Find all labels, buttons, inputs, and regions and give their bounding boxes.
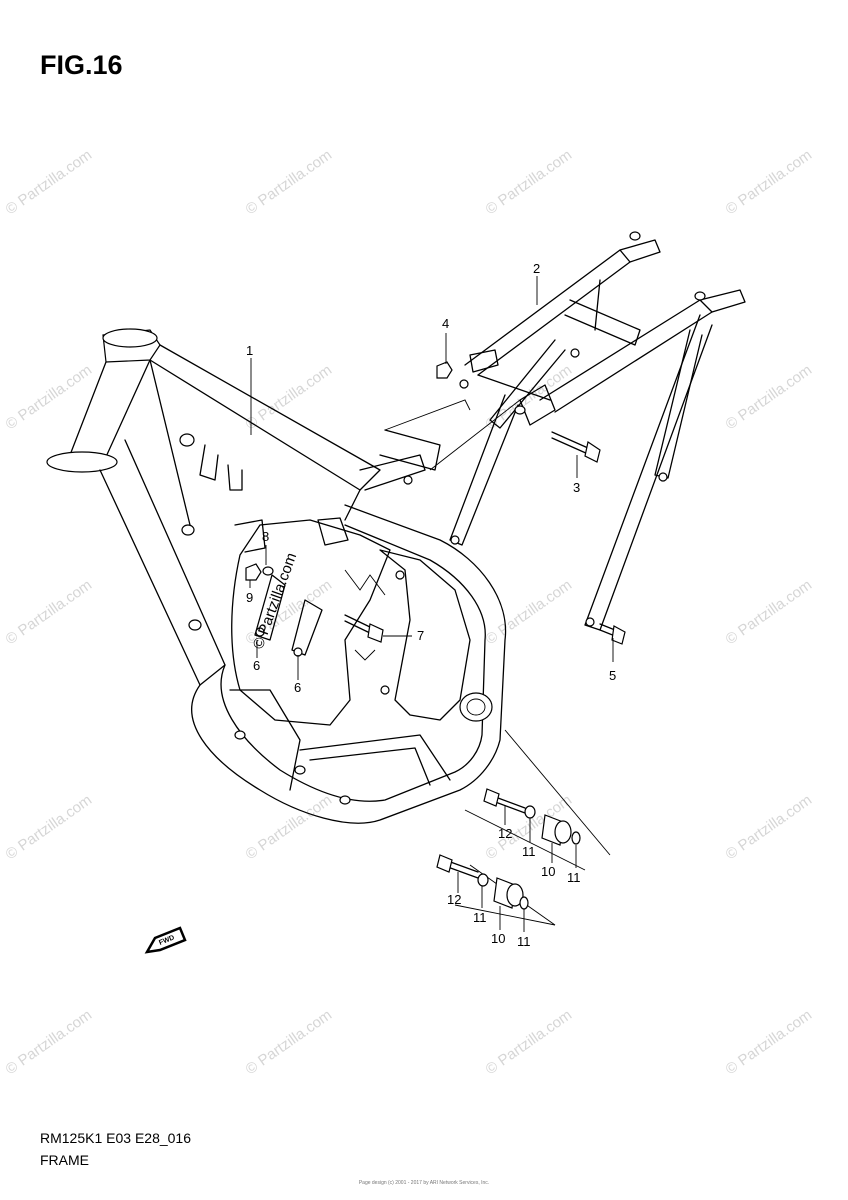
nut-4-drawing — [436, 361, 453, 379]
callout-4: 4 — [442, 316, 449, 331]
callout-3: 3 — [573, 480, 580, 495]
watermark: © Partzilla.com — [483, 1006, 576, 1078]
watermark: © Partzilla.com — [3, 576, 96, 648]
callout-11: 11 — [522, 844, 536, 859]
leader-lines — [249, 276, 614, 932]
callout-6: 6 — [253, 658, 260, 673]
callout-11: 11 — [567, 870, 581, 885]
callout-12: 12 — [498, 826, 512, 841]
lower-mount-group-drawing — [436, 854, 556, 926]
watermark: © Partzilla.com — [3, 1006, 96, 1078]
footer-fine-print: Page design (c) 2001 - 2017 by ARI Netwo… — [358, 1180, 490, 1186]
callout-10: 10 — [541, 864, 555, 879]
callout-5: 5 — [609, 668, 616, 683]
fwd-arrow-icon: FWD — [144, 926, 187, 954]
watermark: © Partzilla.com — [483, 146, 576, 218]
upper-mount-group-drawing — [464, 729, 611, 871]
watermark: © Partzilla.com — [3, 146, 96, 218]
brackets-6-drawing — [254, 574, 323, 657]
bolt-5-drawing — [599, 623, 626, 645]
callout-7: 7 — [417, 628, 424, 643]
watermark: © Partzilla.com — [243, 1006, 336, 1078]
callout-8: 8 — [262, 529, 269, 544]
watermark: © Partzilla.com — [3, 791, 96, 863]
main-frame-drawing — [46, 328, 507, 824]
subframe-drawing — [384, 231, 746, 631]
callout-11: 11 — [473, 910, 487, 925]
bolt-7-drawing — [344, 614, 384, 643]
diagram-reference-code: RM125K1 E03 E28_016 — [40, 1130, 191, 1146]
callout-9: 9 — [246, 590, 253, 605]
watermark: © Partzilla.com — [243, 361, 336, 433]
watermark: © Partzilla.com — [243, 146, 336, 218]
callout-12: 12 — [447, 892, 461, 907]
washer-8-nut-9-drawing — [245, 563, 274, 581]
watermark: © Partzilla.com — [723, 791, 816, 863]
section-name: FRAME — [40, 1152, 89, 1168]
callout-6: 6 — [294, 680, 301, 695]
callout-1: 1 — [246, 343, 253, 358]
callout-labels: 1 2 3 4 5 6 6 7 8 9 10 10 11 11 11 11 12… — [246, 261, 616, 949]
callout-2: 2 — [533, 261, 540, 276]
watermark: © Partzilla.com — [723, 146, 816, 218]
watermark: © Partzilla.com — [723, 576, 816, 648]
watermark: © Partzilla.com — [243, 791, 336, 863]
watermark: © Partzilla.com — [723, 1006, 816, 1078]
watermark: © Partzilla.com — [723, 361, 816, 433]
watermark: © Partzilla.com — [483, 576, 576, 648]
callout-10: 10 — [491, 931, 505, 946]
watermark: © Partzilla.com — [3, 361, 96, 433]
figure-title: FIG.16 — [40, 50, 123, 80]
callout-11: 11 — [517, 934, 531, 949]
bolt-3-drawing — [551, 431, 601, 463]
